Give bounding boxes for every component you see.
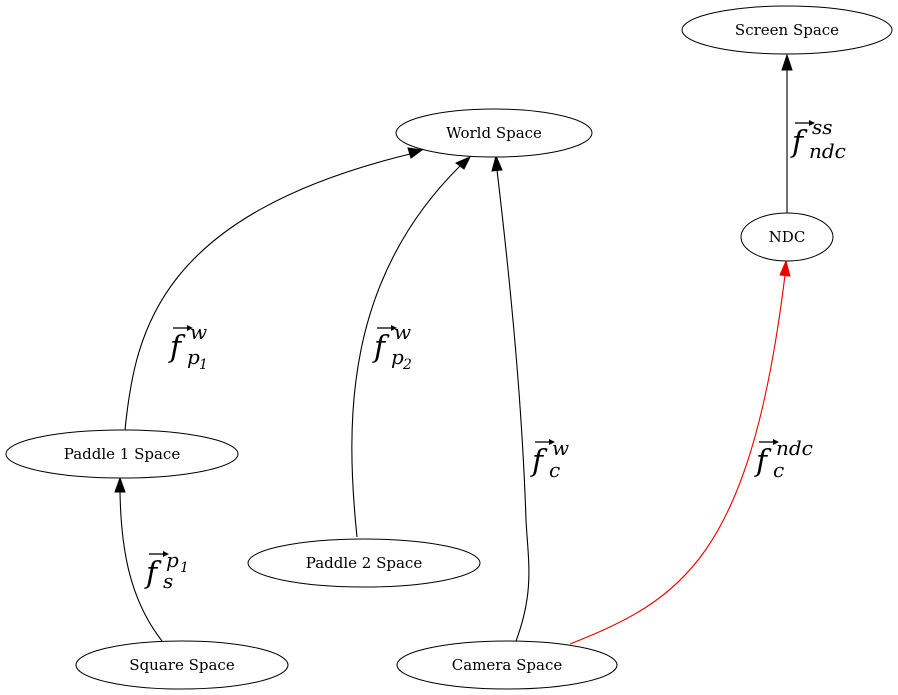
math-base: f [372,330,390,365]
vector-arrow-tip-icon [187,325,193,331]
math-subscript-index: 2 [402,357,412,373]
vector-arrow-tip-icon [809,120,815,126]
math-base: f [144,556,162,591]
edge-paddle1-to-world [124,153,411,431]
arrowhead-paddle1-to-world [407,147,424,159]
edge-label-camera-to-ndc: f ndc c [754,436,813,482]
node-ndc[interactable]: NDC [740,212,834,262]
math-superscript: w [394,320,411,344]
node-label: Paddle 2 Space [306,554,423,572]
vector-arrow-tip-icon [773,439,779,445]
node-camera-space[interactable]: Camera Space [396,640,618,690]
node-paddle1-space[interactable]: Paddle 1 Space [5,429,239,479]
node-label: Paddle 1 Space [64,445,181,463]
arrowhead-ndc-to-screen [781,53,793,71]
node-screen-space[interactable]: Screen Space [681,5,893,55]
math-subscript: p [391,345,404,369]
edge-label-square-to-paddle1: f p 1 s [144,548,189,593]
math-base: f [530,444,548,479]
node-label: Camera Space [452,656,563,674]
edge-label-paddle2-to-world: f w p 2 [372,320,412,373]
math-subscript: c [773,458,784,482]
math-superscript: w [552,436,569,460]
arrowhead-square-to-paddle1 [114,476,126,493]
node-label: NDC [769,228,806,246]
node-label: Screen Space [735,21,839,39]
edge-paddle2-to-world [351,165,461,538]
edge-label-ndc-to-screen: f ss ndc [790,115,846,163]
math-subscript: c [549,458,560,482]
math-superscript: p [166,548,179,572]
math-superscript: w [190,320,207,344]
node-paddle2-space[interactable]: Paddle 2 Space [247,538,481,588]
edge-label-paddle1-to-world: f w p 1 [168,320,208,373]
math-base: f [790,125,808,160]
math-subscript: s [163,569,173,593]
vector-arrow-tip-icon [391,325,397,331]
node-square-space[interactable]: Square Space [75,640,289,690]
arrowhead-camera-to-world [491,154,503,172]
math-subscript-index: 1 [199,357,208,373]
node-world-space[interactable]: World Space [395,108,593,158]
math-subscript: p [187,345,200,369]
vector-arrow-tip-icon [549,439,555,445]
edge-camera-to-world [496,169,530,642]
math-base: f [754,444,772,479]
math-subscript: ndc [809,139,846,163]
vector-arrow-tip-icon [163,551,169,557]
math-superscript-index: 1 [180,560,189,576]
math-superscript: ndc [776,436,813,460]
edge-camera-to-ndc [569,274,786,645]
math-base: f [168,330,186,365]
math-superscript: ss [812,115,833,139]
edge-label-camera-to-world: f w c [530,436,569,482]
arrowhead-paddle2-to-world [455,156,472,170]
edge-square-to-paddle1 [119,491,163,642]
arrowhead-camera-to-ndc [779,259,791,277]
node-label: World Space [446,124,542,142]
node-label: Square Space [129,656,235,674]
